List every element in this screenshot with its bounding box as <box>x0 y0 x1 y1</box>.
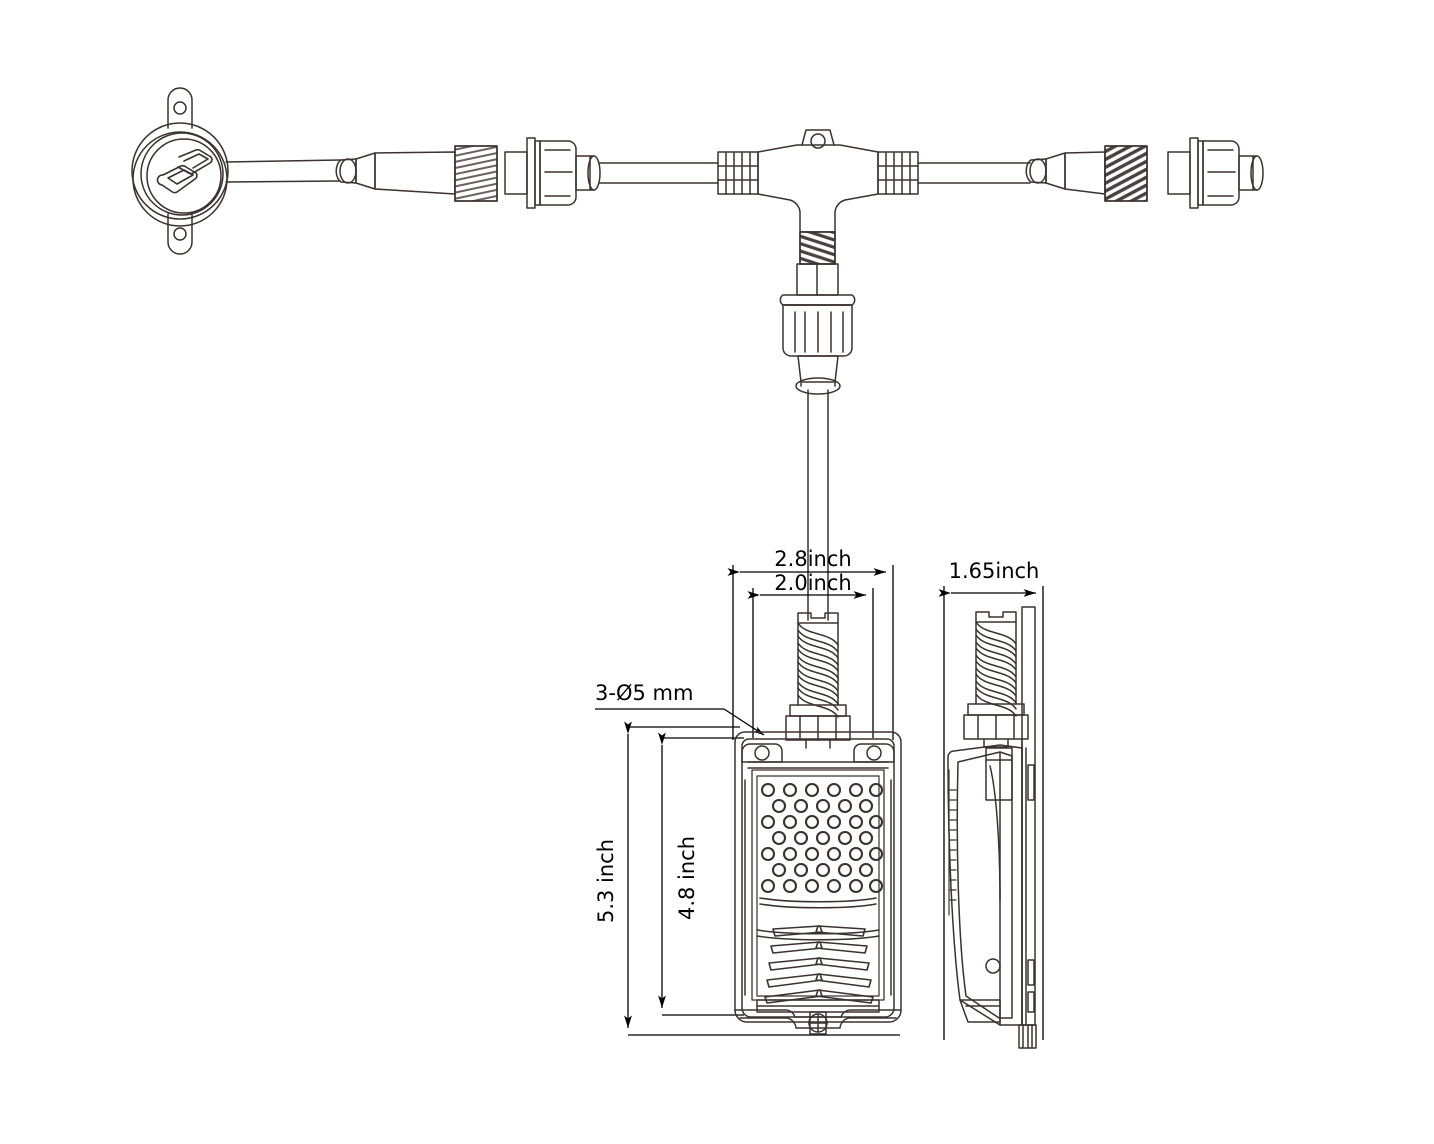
dimension-width-overall-label: 2.8inch <box>774 547 851 571</box>
dimension-height-overall-label: 5.3 inch <box>594 839 618 923</box>
threaded-male-connector-right <box>1025 145 1148 202</box>
anti-slip-chevron-pattern <box>764 925 874 1004</box>
pedal-mid-band <box>756 897 880 941</box>
pedal-front-view <box>734 612 902 1035</box>
cable-gland-nut <box>779 263 856 395</box>
dimension-height-inner <box>658 732 744 1016</box>
panel-mount-connector <box>131 87 229 255</box>
tee-splitter <box>717 129 919 265</box>
cable-right-run <box>917 162 1031 184</box>
dimension-width-overall <box>727 565 894 740</box>
pedal-cable <box>807 389 829 621</box>
hole-callout-leader <box>595 708 765 736</box>
tee-boot-left <box>717 151 759 195</box>
protective-cap-left <box>504 137 601 209</box>
dimension-height-inner-label: 4.8 inch <box>675 836 699 920</box>
cable-left-run <box>225 159 341 183</box>
pedal-cable-gland-side <box>963 703 1029 748</box>
pedal-cable-gland <box>785 704 851 749</box>
dimension-height-overall <box>624 721 900 1036</box>
pedal-wedge-profile <box>947 744 1023 1026</box>
bottom-fastener <box>808 1011 828 1035</box>
dimension-width-inner-label: 2.0inch <box>774 571 851 595</box>
dimension-width-inner <box>747 588 874 738</box>
brand-logo <box>156 148 213 194</box>
protective-cap-right <box>1167 137 1264 209</box>
threaded-male-connector-left <box>335 145 498 202</box>
tee-boot-right <box>877 151 919 195</box>
hole-callout-label: 3-Ø5 mm <box>595 681 693 705</box>
foot-pedal-housing-front <box>734 731 902 1023</box>
anti-slip-dot-pattern <box>760 782 884 894</box>
cable-mid-run <box>599 162 719 184</box>
pedal-bottom-lip <box>734 999 902 1035</box>
dimension-depth-side <box>938 586 1044 1040</box>
spring-strain-relief-side <box>975 611 1017 717</box>
spring-strain-relief-front <box>797 612 839 718</box>
dimension-depth-side-label: 1.65inch <box>949 559 1040 583</box>
pedal-side-view <box>947 606 1037 1049</box>
